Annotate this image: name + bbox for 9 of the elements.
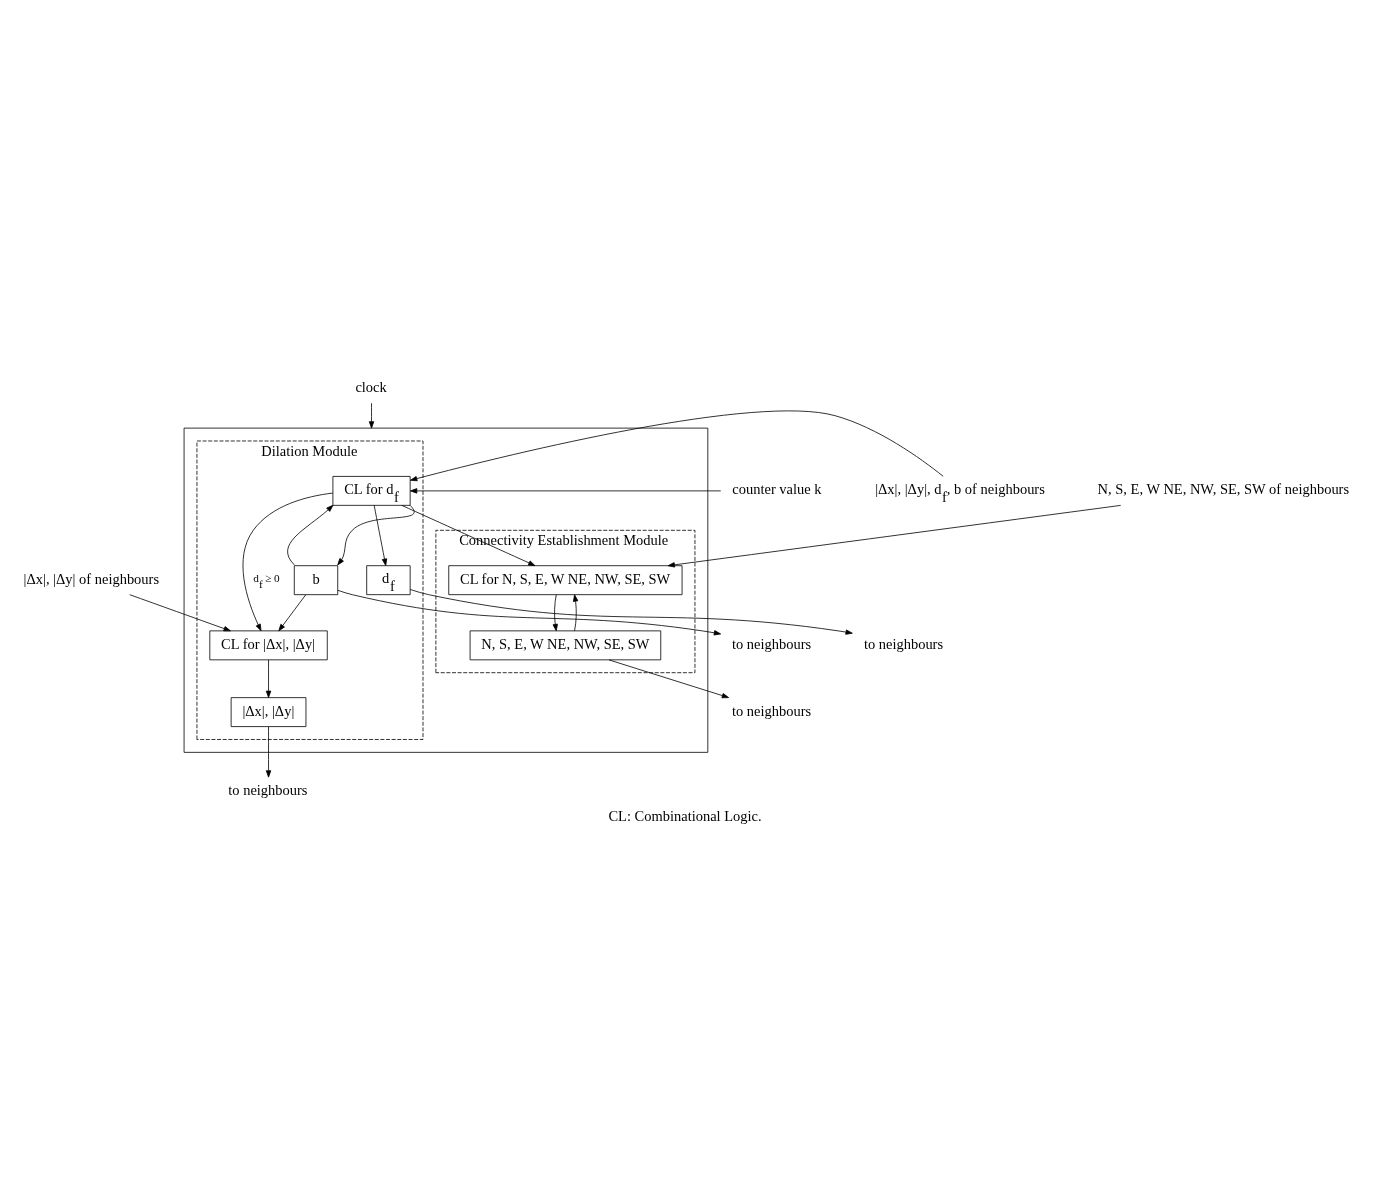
node-text: N, S, E, W NE, NW, SE, SW of neighbours (1097, 481, 1350, 498)
node-text: to neighbours (863, 635, 944, 652)
caption: CL: Combinational Logic. (608, 808, 762, 825)
node-text: to neighbours (731, 702, 812, 719)
node-text: clock (355, 379, 387, 396)
node-text: to neighbours (731, 635, 812, 652)
node-text: |Δx|, |Δy| of neighbours (23, 570, 160, 587)
node-text: counter value k (732, 481, 822, 498)
node-text: to neighbours (228, 782, 308, 799)
